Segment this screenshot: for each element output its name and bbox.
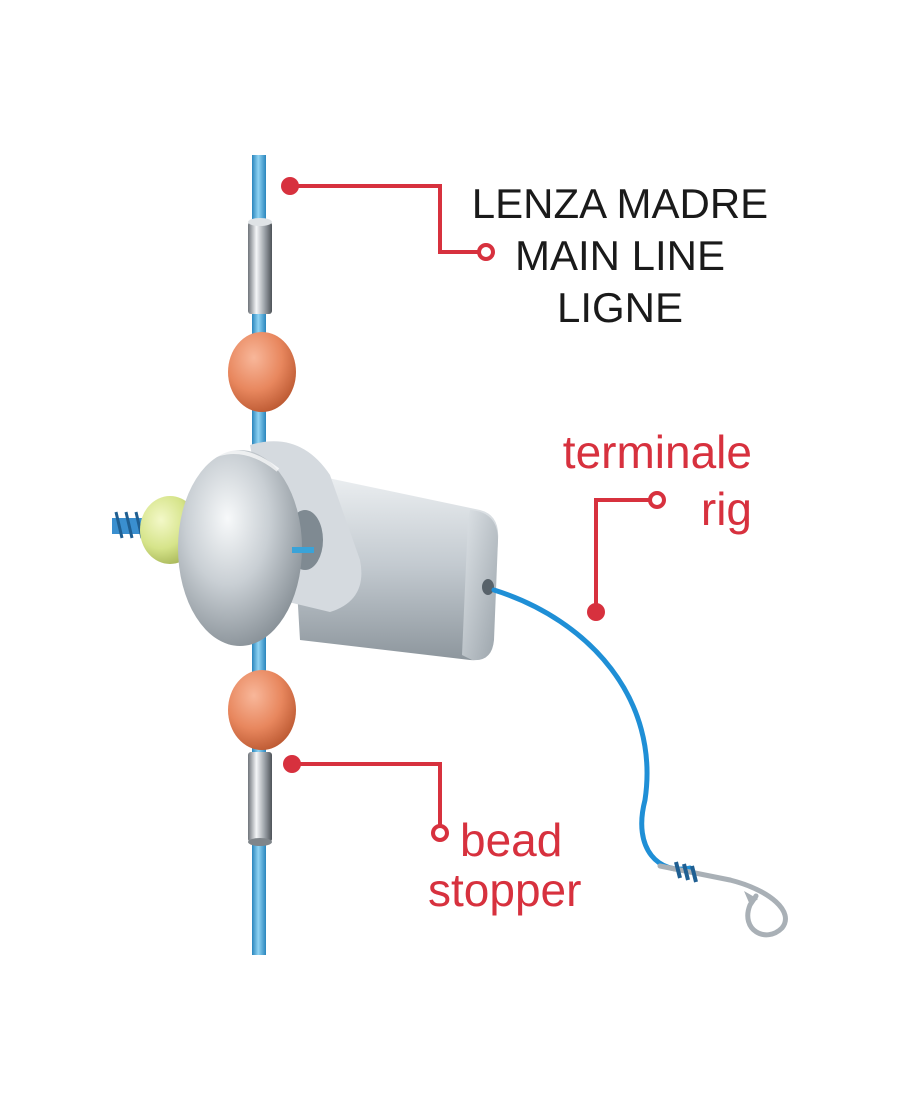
label-rig: terminale rig xyxy=(563,426,752,535)
label-terminale: terminale xyxy=(563,426,752,478)
callout-main-line xyxy=(281,177,495,261)
label-lenza-madre: LENZA MADRE xyxy=(472,180,768,227)
fishing-hook-icon xyxy=(657,861,788,938)
label-stopper: stopper xyxy=(428,864,581,916)
callout-bead-stopper xyxy=(283,755,449,842)
lower-sleeve-tube xyxy=(248,752,272,846)
lower-bead xyxy=(228,670,296,750)
upper-bead xyxy=(228,332,296,412)
label-main-line: LENZA MADRE MAIN LINE LIGNE xyxy=(472,180,768,331)
leader-line xyxy=(491,587,693,872)
sinker-body xyxy=(178,441,499,661)
label-main-line-en: MAIN LINE xyxy=(515,232,725,279)
label-ligne: LIGNE xyxy=(557,284,683,331)
label-bead: bead xyxy=(460,814,562,866)
callout-rig xyxy=(587,491,666,621)
label-bead-stopper: bead stopper xyxy=(428,814,581,916)
upper-sleeve-tube xyxy=(248,218,272,314)
label-rig-en: rig xyxy=(701,483,752,535)
